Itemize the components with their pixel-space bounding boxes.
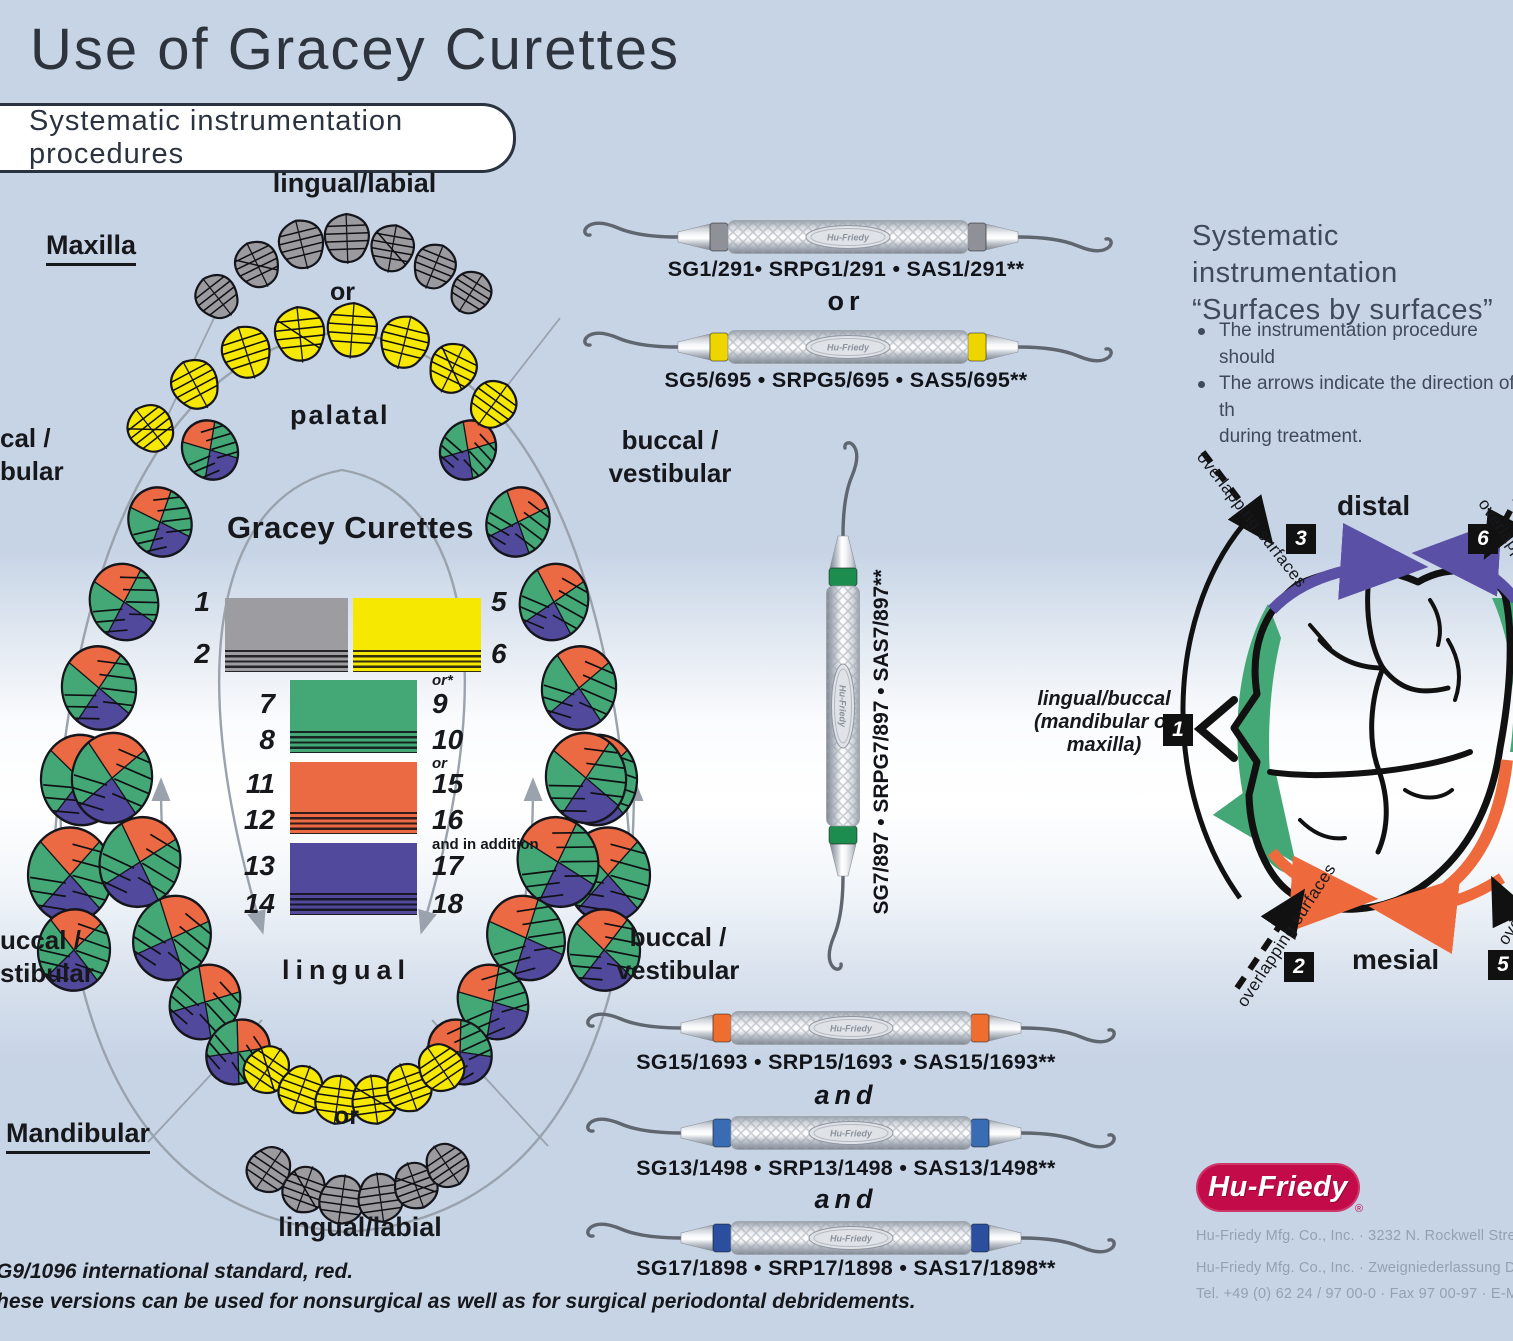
address-line-2: Hu-Friedy Mfg. Co., Inc. · Zweigniederla… (1196, 1260, 1513, 1276)
svg-text:Hu-Friedy: Hu-Friedy (827, 233, 870, 243)
instrument-code-5: SG13/1498 • SRP13/1498 • SAS13/1498** (636, 1156, 1056, 1180)
legend-swatch-yellow (353, 598, 481, 672)
instrument-green: Hu-Friedy (826, 441, 860, 971)
legend-num-9: 9 (432, 688, 448, 719)
mandibular-inner-label: lingual (282, 955, 411, 985)
legend-swatch-orange (290, 762, 417, 834)
legend-num-8: 8 (259, 724, 275, 755)
joiner-and-1: and (814, 1080, 878, 1110)
legend-num-7: 7 (259, 688, 275, 719)
instrument-code-1: SG1/291• SRPG1/291 • SAS1/291** (667, 257, 1025, 281)
instrument-code-6: SG17/1898 • SRP17/1898 • SAS17/1898** (636, 1256, 1056, 1280)
legend-num-2: 2 (194, 638, 210, 669)
step-5: 5 (1488, 950, 1513, 980)
maxilla-right-label-1: buccal / (621, 425, 719, 455)
legend-num-16: 16 (432, 804, 464, 835)
address-line-3: Tel. +49 (0) 62 24 / 97 00-0 · Fax 97 00… (1196, 1286, 1513, 1302)
lingual-buccal-label: lingual/buccal (mandibular or maxilla) (1033, 688, 1174, 756)
svg-text:Hu-Friedy: Hu-Friedy (830, 1234, 873, 1244)
right-panel-bullets: The instrumentation procedure should The… (1196, 318, 1513, 451)
maxilla-left-label-2: bular (0, 456, 64, 486)
legend-num-11: 11 (245, 768, 275, 799)
mandibular-right-label-1: buccal / (629, 922, 727, 952)
bullet-dot (1198, 328, 1205, 335)
legend-num-6: 6 (491, 638, 507, 669)
legend-swatch-gray (225, 598, 348, 672)
step-2: 2 (1284, 952, 1314, 982)
mandibular-left-label-1: uccal / (0, 925, 81, 955)
legend-num-17: 17 (432, 850, 464, 881)
instrument-code-3: SG7/897 • SRPG7/897 • SAS7/897** (870, 569, 893, 915)
step-1: 1 (1163, 714, 1193, 746)
address-line-1: Hu-Friedy Mfg. Co., Inc. · 3232 N. Rockw… (1196, 1228, 1513, 1244)
step-6: 6 (1468, 524, 1498, 554)
maxilla-left-label-1: cal / (0, 423, 51, 453)
step-3: 3 (1286, 524, 1316, 554)
svg-text:Hu-Friedy: Hu-Friedy (827, 343, 870, 353)
joiner-and-2: and (814, 1184, 878, 1214)
page-title: Use of Gracey Curettes (30, 17, 680, 82)
mandibular-or-label: or (334, 1102, 359, 1130)
legend-note-or-star: or* (432, 672, 453, 689)
instrument-code-4: SG15/1693 • SRP15/1693 • SAS15/1693** (636, 1050, 1056, 1074)
svg-text:Hu-Friedy: Hu-Friedy (830, 1129, 873, 1139)
footnote-2: hese versions can be used for nonsurgica… (0, 1290, 916, 1313)
legend-num-13: 13 (243, 850, 275, 881)
bullet-1: The instrumentation procedure should (1219, 320, 1478, 368)
mandibular-bottom-label: lingual/labial (278, 1212, 442, 1242)
instrument-orange: Hu-Friedy (586, 1011, 1116, 1045)
legend-note-or: or (432, 755, 447, 772)
legend-num-5: 5 (491, 586, 507, 617)
bullet-dot (1198, 381, 1205, 388)
instrument-code-2: SG5/695 • SRPG5/695 • SAS5/695** (664, 368, 1028, 392)
bullet-2: The arrows indicate the direction of th (1219, 373, 1513, 421)
instrument-gray: Hu-Friedy (583, 220, 1113, 254)
hufriedy-logo: Hu-Friedy (1196, 1163, 1360, 1212)
right-panel-heading: Systematic instrumentation “Surfaces by … (1192, 218, 1513, 329)
right-heading-line2: “Surfaces by surfaces” (1192, 294, 1494, 326)
svg-text:Hu-Friedy: Hu-Friedy (830, 1024, 873, 1034)
right-heading-line1: Systematic instrumentation (1192, 220, 1398, 289)
mandibular-left-label-2: stibular (0, 958, 94, 988)
joiner-or: or (827, 286, 865, 316)
legend-title: Gracey Curettes (227, 510, 475, 545)
legend-num-15: 15 (432, 768, 464, 799)
maxilla-right-label-2: vestibular (608, 458, 732, 488)
instrument-blue: Hu-Friedy (586, 1116, 1116, 1150)
maxilla-or-label: or (330, 278, 355, 306)
legend-num-10: 10 (432, 724, 464, 755)
legend-note-addition: and in addition (432, 836, 539, 853)
distal-label: distal (1337, 490, 1411, 521)
legend-swatch-purple (290, 843, 417, 915)
legend-num-18: 18 (432, 888, 464, 919)
instrument-yellow: Hu-Friedy (583, 330, 1113, 364)
mandibular-label: Mandibular (6, 1118, 151, 1154)
registered-mark: ® (1355, 1203, 1364, 1215)
legend-swatch-green (290, 680, 417, 753)
svg-text:Hu-Friedy: Hu-Friedy (838, 685, 848, 728)
subtitle: Systematic instrumentation procedures (29, 105, 404, 170)
bullet-2-cont: during treatment. (1219, 426, 1363, 447)
mandibular-right-label-2: vestibular (616, 955, 740, 985)
instrument-darkblue: Hu-Friedy (586, 1221, 1116, 1255)
instrument-green-wrap: Hu-Friedy (823, 436, 863, 976)
legend-num-12: 12 (243, 804, 275, 835)
mesial-label: mesial (1352, 944, 1440, 975)
subtitle-pill: Systematic instrumentation procedures (0, 103, 516, 173)
legend-num-1: 1 (194, 586, 210, 617)
maxilla-inner-label: palatal (290, 400, 390, 430)
maxilla-top-label: lingual/labial (272, 168, 437, 198)
maxilla-label: Maxilla (46, 230, 137, 266)
footnote-1: G9/1096 international standard, red. (0, 1260, 354, 1283)
legend-num-14: 14 (243, 888, 275, 919)
